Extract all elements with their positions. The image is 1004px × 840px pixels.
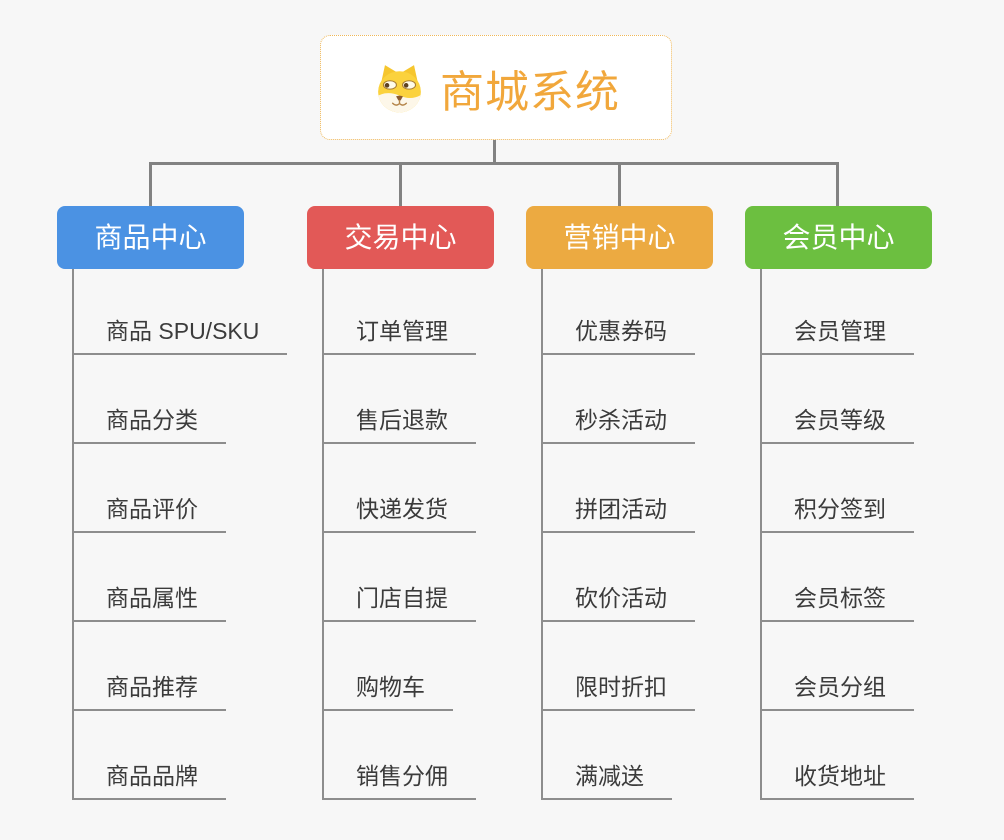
leaf-label: 快递发货 [324,490,476,533]
leaf-label: 会员管理 [762,312,914,355]
leaf-node[interactable]: 商品评价 [74,444,244,533]
connector-bus [149,162,839,165]
leaf-node[interactable]: 快递发货 [324,444,494,533]
branch-column-member: 会员中心 会员管理 会员等级 积分签到 会员标签 会员分组 收货地址 [745,206,932,800]
leaf-node[interactable]: 优惠券码 [543,269,713,355]
branch-leaves-member: 会员管理 会员等级 积分签到 会员标签 会员分组 收货地址 [760,269,932,800]
leaf-node[interactable]: 订单管理 [324,269,494,355]
leaf-label: 会员等级 [762,401,914,444]
leaf-label: 限时折扣 [543,668,695,711]
leaf-node[interactable]: 商品属性 [74,533,244,622]
connector-drop-trade [399,162,402,207]
branch-column-trade: 交易中心 订单管理 售后退款 快递发货 门店自提 购物车 销售分佣 [307,206,494,800]
leaf-node[interactable]: 会员管理 [762,269,932,355]
leaf-label: 商品分类 [74,401,226,444]
leaf-label: 商品推荐 [74,668,226,711]
branch-leaves-marketing: 优惠券码 秒杀活动 拼团活动 砍价活动 限时折扣 满减送 [541,269,713,800]
branch-header-product[interactable]: 商品中心 [57,206,244,269]
leaf-node[interactable]: 销售分佣 [324,711,494,800]
leaf-node[interactable]: 收货地址 [762,711,932,800]
leaf-label: 订单管理 [324,312,476,355]
leaf-label: 商品品牌 [74,757,226,800]
leaf-label: 拼团活动 [543,490,695,533]
branch-header-trade[interactable]: 交易中心 [307,206,494,269]
root-title: 商城系统 [440,67,620,117]
leaf-node[interactable]: 拼团活动 [543,444,713,533]
branch-column-marketing: 营销中心 优惠券码 秒杀活动 拼团活动 砍价活动 限时折扣 满减送 [526,206,713,800]
leaf-label: 商品 SPU/SKU [74,312,288,355]
leaf-node[interactable]: 商品品牌 [74,711,244,800]
leaf-node[interactable]: 会员标签 [762,533,932,622]
leaf-node[interactable]: 满减送 [543,711,713,800]
branch-header-marketing[interactable]: 营销中心 [526,206,713,269]
leaf-node[interactable]: 限时折扣 [543,622,713,711]
leaf-label: 满减送 [543,757,672,800]
leaf-node[interactable]: 会员等级 [762,355,932,444]
leaf-label: 门店自提 [324,579,476,622]
leaf-label: 商品评价 [74,490,226,533]
dog-face-icon [372,62,427,114]
branch-column-product: 商品中心 商品 SPU/SKU 商品分类 商品评价 商品属性 商品推荐 商品品牌 [57,206,288,800]
branch-header-member[interactable]: 会员中心 [745,206,932,269]
leaf-label: 积分签到 [762,490,914,533]
leaf-label: 砍价活动 [543,579,695,622]
connector-drop-product [149,162,152,207]
leaf-node[interactable]: 商品 SPU/SKU [74,269,288,355]
leaf-node[interactable]: 秒杀活动 [543,355,713,444]
leaf-node[interactable]: 门店自提 [324,533,494,622]
leaf-label: 会员分组 [762,668,914,711]
leaf-label: 销售分佣 [324,757,476,800]
branch-leaves-trade: 订单管理 售后退款 快递发货 门店自提 购物车 销售分佣 [322,269,494,800]
leaf-node[interactable]: 购物车 [324,622,494,711]
leaf-node[interactable]: 积分签到 [762,444,932,533]
branch-leaves-product: 商品 SPU/SKU 商品分类 商品评价 商品属性 商品推荐 商品品牌 [72,269,288,800]
leaf-label: 购物车 [324,668,453,711]
leaf-label: 售后退款 [324,401,476,444]
leaf-label: 会员标签 [762,579,914,622]
leaf-label: 收货地址 [762,757,914,800]
connector-drop-marketing [618,162,621,207]
connector-drop-member [836,162,839,207]
leaf-label: 优惠券码 [543,312,695,355]
leaf-label: 秒杀活动 [543,401,695,444]
leaf-node[interactable]: 售后退款 [324,355,494,444]
leaf-node[interactable]: 砍价活动 [543,533,713,622]
leaf-node[interactable]: 商品分类 [74,355,244,444]
root-node[interactable]: 商城系统 [320,35,672,140]
leaf-node[interactable]: 会员分组 [762,622,932,711]
leaf-label: 商品属性 [74,579,226,622]
leaf-node[interactable]: 商品推荐 [74,622,244,711]
connector-root-stem [493,139,496,165]
